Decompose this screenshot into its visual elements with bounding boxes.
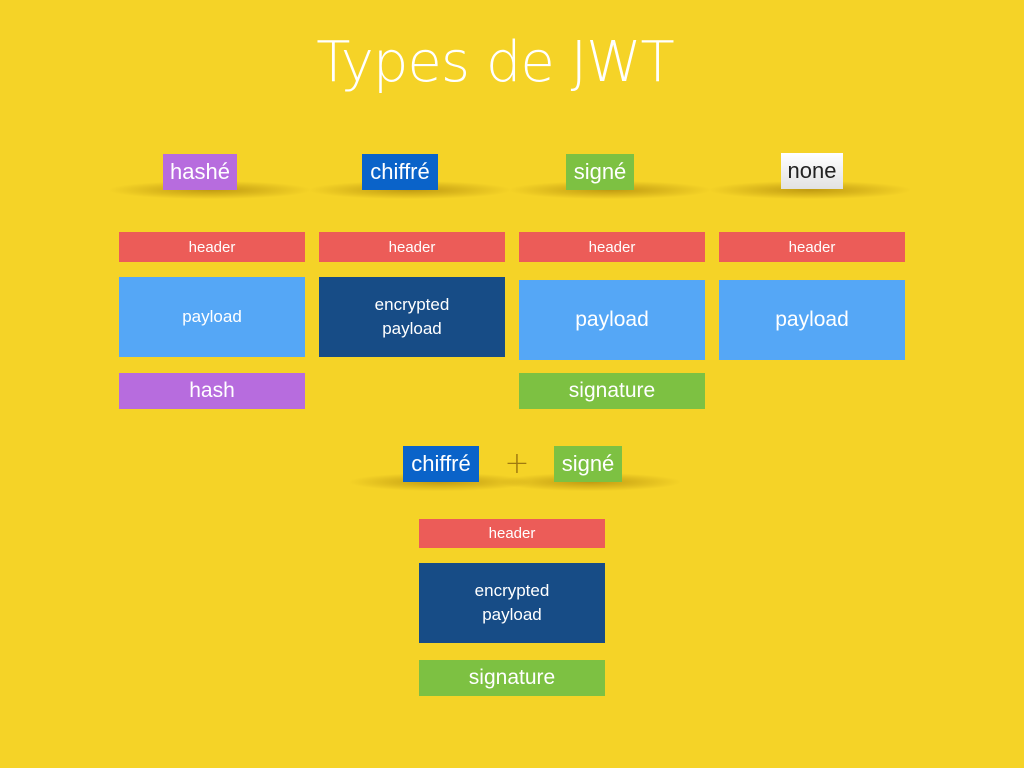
tag-signe-combined: signé: [554, 446, 622, 482]
signature-block-combined: signature: [419, 660, 605, 696]
plus-operator: +: [504, 446, 530, 481]
tag-shadow: [110, 181, 310, 199]
tag-chiffre: chiffré: [362, 154, 438, 190]
header-block-hashed: header: [119, 232, 305, 262]
header-block-signed: header: [519, 232, 705, 262]
payload-block-none: payload: [719, 280, 905, 360]
header-block-encrypted: header: [319, 232, 505, 262]
encrypted-payload-block-combined: encrypted payload: [419, 563, 605, 643]
tag-hashe: hashé: [163, 154, 237, 190]
page-title: Types de JWT: [316, 30, 675, 95]
tag-shadow: [500, 473, 680, 491]
signature-block: signature: [519, 373, 705, 409]
tag-shadow: [350, 473, 530, 491]
header-block-combined: header: [419, 519, 605, 548]
tag-chiffre-combined: chiffré: [403, 446, 479, 482]
tag-signe: signé: [566, 154, 634, 190]
payload-block-signed: payload: [519, 280, 705, 360]
payload-block-hashed: payload: [119, 277, 305, 357]
encrypted-payload-block: encrypted payload: [319, 277, 505, 357]
tag-none: none: [781, 153, 843, 189]
hash-block: hash: [119, 373, 305, 409]
tag-shadow: [310, 181, 510, 199]
tag-shadow: [510, 181, 710, 199]
tag-shadow: [710, 181, 910, 199]
header-block-none: header: [719, 232, 905, 262]
